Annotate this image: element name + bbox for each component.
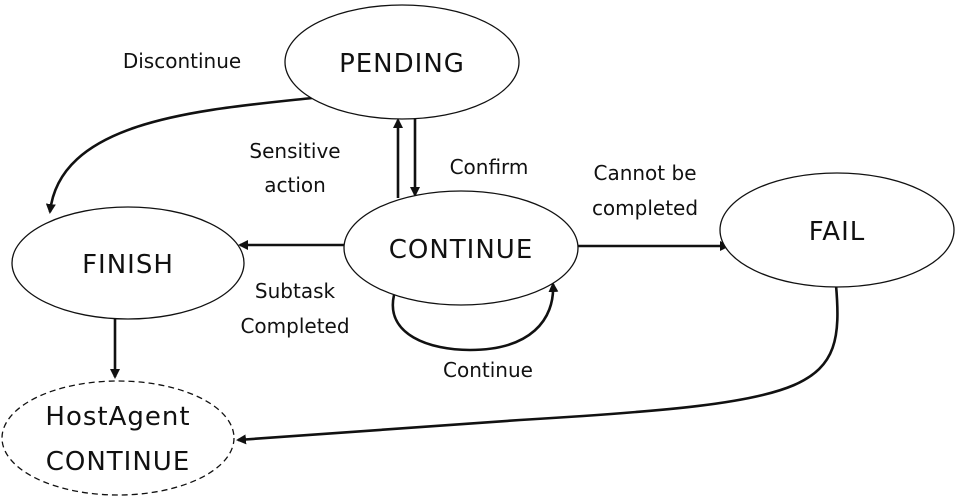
label-sensitive-action-line1: Sensitive (249, 139, 340, 163)
label-sensitive-action-line2: action (264, 173, 326, 197)
node-pending (284, 4, 520, 120)
node-hostagent-continue (1, 380, 235, 496)
edge-continue-loop (391, 282, 559, 352)
label-subtask-completed-line2: Completed (240, 314, 349, 338)
node-continue-label: CONTINUE (389, 235, 534, 265)
edge-discontinue (45, 96, 313, 214)
node-fail (719, 172, 955, 288)
label-continue-loop: Continue (443, 358, 533, 382)
label-cannot-be-completed-line2: completed (592, 196, 698, 220)
node-pending-label: PENDING (339, 49, 465, 79)
node-continue (343, 190, 579, 306)
node-fail-label: FAIL (809, 217, 866, 247)
label-cannot-be-completed-line1: Cannot be (593, 161, 696, 185)
node-finish-label: FINISH (82, 250, 174, 280)
label-confirm: Confirm (450, 155, 529, 179)
label-discontinue: Discontinue (123, 49, 241, 73)
label-subtask-completed-line1: Subtask (255, 279, 336, 303)
node-hostagent-label-line1: HostAgent (45, 402, 190, 432)
node-hostagent-label-line2: CONTINUE (46, 447, 191, 477)
edge-fail-to-hostagent (236, 284, 839, 445)
node-finish (11, 206, 245, 320)
